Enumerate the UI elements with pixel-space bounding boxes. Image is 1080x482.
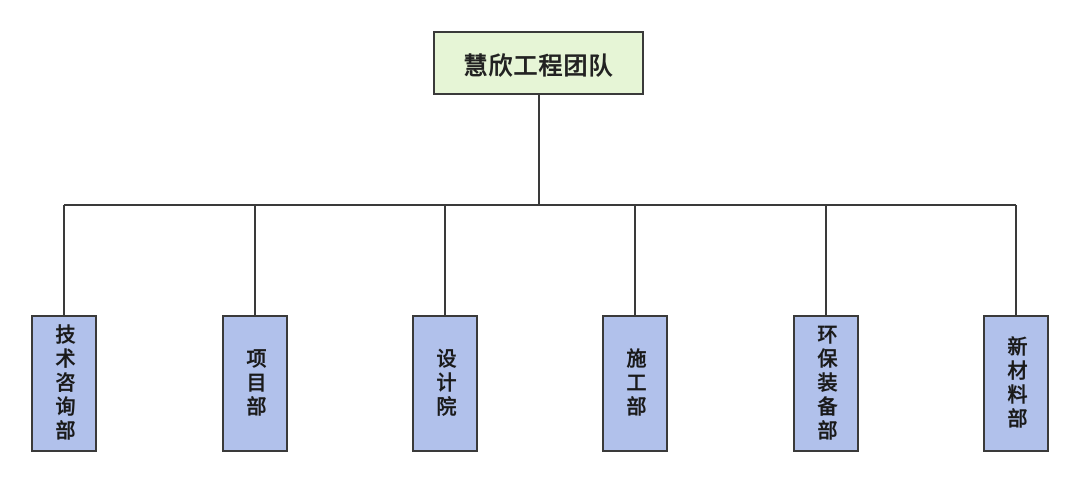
dept-label: 施工部 [623,347,647,420]
dept-label: 设计院 [433,347,457,420]
dept-node-env-equipment: 环保装备部 [793,315,859,452]
dept-node-project: 项目部 [222,315,288,452]
dept-label: 技术咨询部 [52,323,76,444]
root-node: 慧欣工程团队 [433,31,644,95]
dept-label: 项目部 [243,347,267,420]
dept-label: 新材料部 [1004,335,1028,432]
dept-node-tech-consulting: 技术咨询部 [31,315,97,452]
dept-node-construction: 施工部 [602,315,668,452]
root-label: 慧欣工程团队 [463,51,614,80]
dept-node-design: 设计院 [412,315,478,452]
dept-label: 环保装备部 [814,323,838,444]
dept-node-new-materials: 新材料部 [983,315,1049,452]
